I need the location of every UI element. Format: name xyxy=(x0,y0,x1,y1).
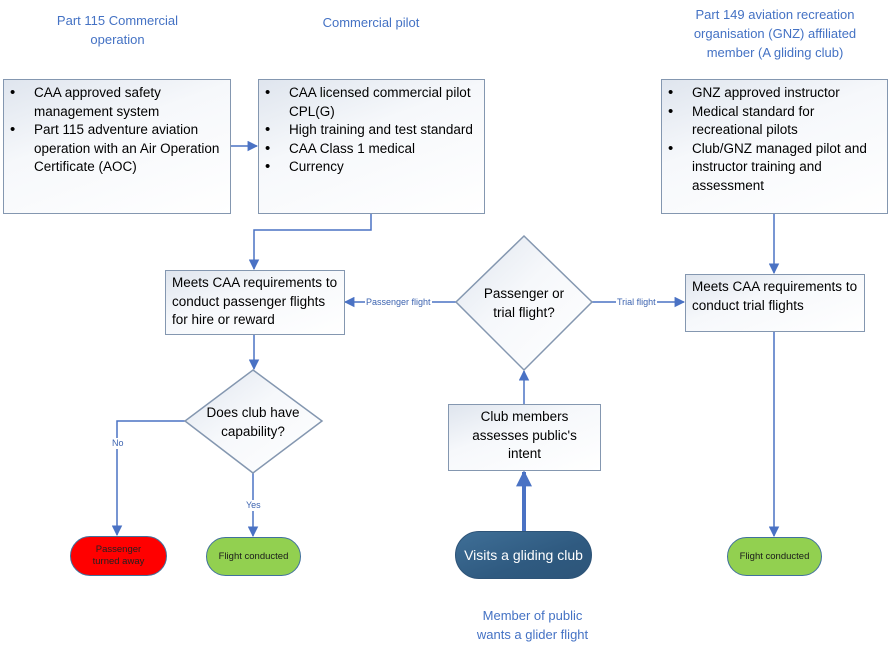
bullet-item: CAA Class 1 medical xyxy=(265,140,484,159)
edge-label-yes: Yes xyxy=(245,500,262,511)
box-passenger-flight-requirements: Meets CAA requirements to conduct passen… xyxy=(165,270,345,335)
heading-line: Commercial pilot xyxy=(322,15,420,30)
connector-capability-no xyxy=(111,420,185,537)
heading-part115: Part 115 Commercial operation xyxy=(30,11,205,49)
heading-line: Part 115 Commercial xyxy=(56,13,179,28)
terminal-passenger-turned-away: Passenger turned away xyxy=(70,536,167,576)
terminal-text: Flight conducted xyxy=(218,550,289,562)
decision-passenger-or-trial xyxy=(454,234,594,372)
bullet-item: High training and test standard xyxy=(265,121,484,140)
bullet-item: Medical standard for recreational pilots xyxy=(668,103,887,140)
box-text: Meets CAA requirements to conduct trial … xyxy=(692,279,858,313)
decision-line: capability? xyxy=(221,424,285,439)
heading-part149: Part 149 aviation recreation organisatio… xyxy=(670,5,880,62)
heading-line: member (A gliding club) xyxy=(706,45,844,60)
bullet-item: Part 115 adventure aviation operation wi… xyxy=(10,121,230,177)
decision-line: Passenger or xyxy=(483,286,565,301)
box-gnz-requirements: GNZ approved instructor Medical standard… xyxy=(661,79,888,214)
bullet-item: CAA licensed commercial pilot CPL(G) xyxy=(265,84,484,121)
decision-club-capability xyxy=(183,369,324,474)
box-trial-flight-requirements: Meets CAA requirements to conduct trial … xyxy=(685,274,865,332)
decision-passenger-or-trial-text: Passenger or trial flight? xyxy=(464,284,584,322)
start-visits-gliding-club: Visits a gliding club xyxy=(455,531,592,579)
box-text: Meets CAA requirements to conduct passen… xyxy=(172,275,338,327)
terminal-flight-conducted-trial: Flight conducted xyxy=(727,537,822,576)
box-part115-requirements: CAA approved safety management system Pa… xyxy=(3,79,231,214)
terminal-flight-conducted-passenger: Flight conducted xyxy=(206,537,301,576)
heading-line: Member of public xyxy=(482,608,583,623)
terminal-text: Flight conducted xyxy=(739,550,810,562)
heading-line: organisation (GNZ) affiliated xyxy=(693,26,857,41)
box-club-assesses-intent: Club members assesses public's intent xyxy=(448,404,601,471)
edge-label-passenger-flight: Passenger flight xyxy=(365,297,432,308)
heading-line: wants a glider flight xyxy=(476,627,589,642)
bullet-item: GNZ approved instructor xyxy=(668,84,887,103)
bullet-item: Club/GNZ managed pilot and instructor tr… xyxy=(668,140,887,196)
heading-member-public: Member of public wants a glider flight xyxy=(445,606,620,644)
decision-line: trial flight? xyxy=(493,305,555,320)
edge-label-trial-flight: Trial flight xyxy=(616,297,657,308)
bullet-item: Currency xyxy=(265,158,484,177)
box-commercial-pilot-requirements: CAA licensed commercial pilot CPL(G) Hig… xyxy=(258,79,485,214)
decision-line: Does club have xyxy=(206,405,300,420)
box-text: Club members assesses public's intent xyxy=(472,409,577,461)
terminal-text: Visits a gliding club xyxy=(464,547,583,563)
decision-club-capability-text: Does club have capability? xyxy=(193,403,313,441)
heading-line: Part 149 aviation recreation xyxy=(695,7,855,22)
terminal-text: Passenger turned away xyxy=(92,544,145,567)
heading-line: operation xyxy=(90,32,145,47)
heading-commercial-pilot: Commercial pilot xyxy=(291,13,451,32)
edge-label-no: No xyxy=(111,438,125,449)
connector-pilot-to-passenger-req xyxy=(248,213,372,271)
bullet-item: CAA approved safety management system xyxy=(10,84,230,121)
